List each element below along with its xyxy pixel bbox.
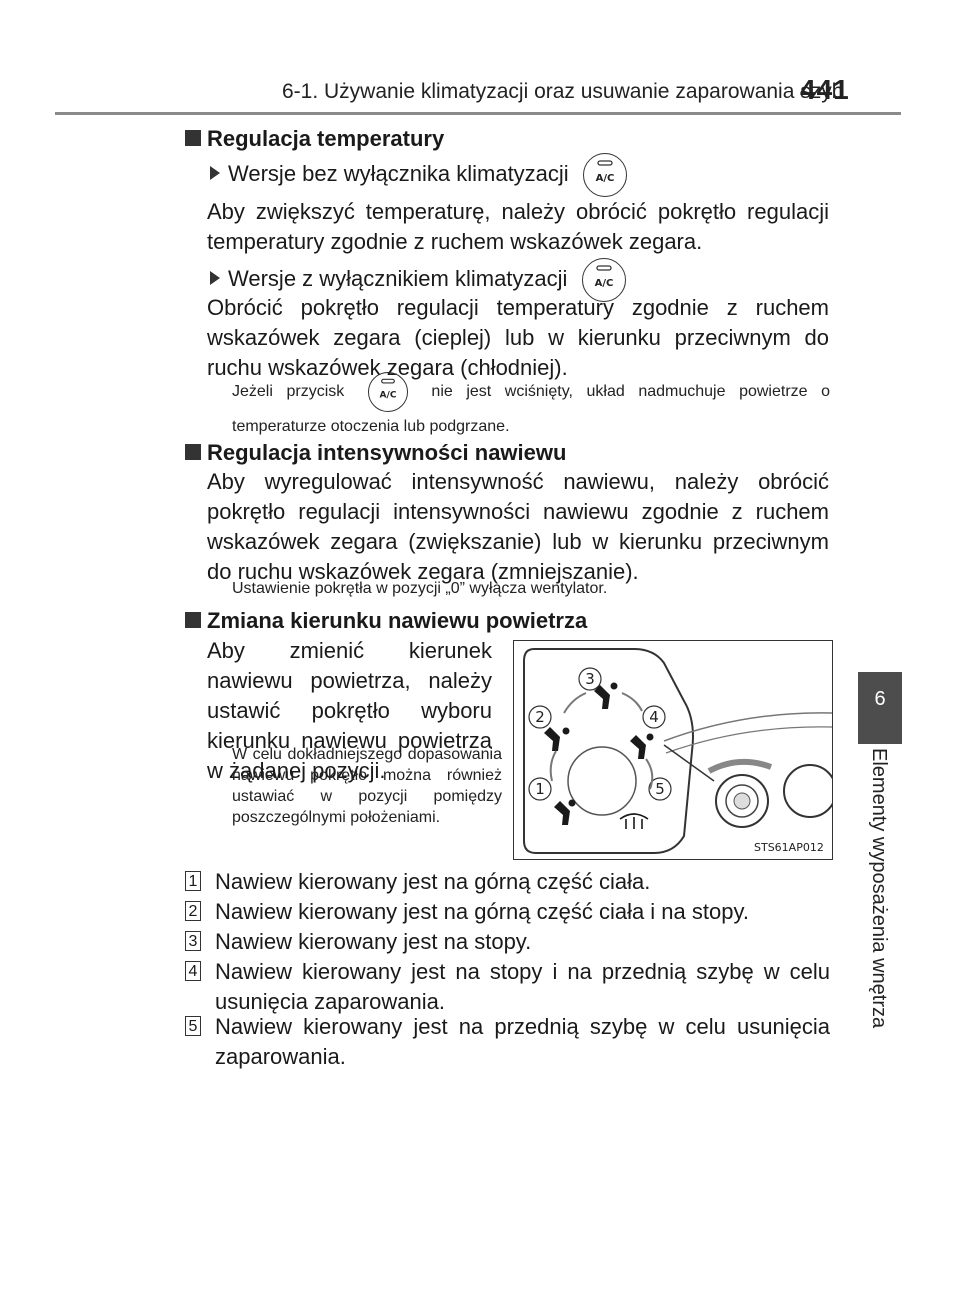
list-item: 3 Nawiew kierowany jest na stopy.: [185, 927, 830, 957]
page-number: 441: [800, 74, 850, 105]
paragraph-temp-1: Aby zwiększyć temperaturę, należy obróci…: [207, 199, 829, 254]
svg-text:A/C: A/C: [595, 173, 614, 184]
svg-text:1: 1: [535, 780, 545, 798]
note-temp: Jeżeli przycisk A/C nie jest wciśnięty, …: [232, 372, 830, 442]
note-fan: Ustawienie pokrętła w pozycji „0” wyłącz…: [232, 580, 608, 597]
list-number-badge: 3: [185, 931, 201, 951]
triangle-bullet-icon: [210, 165, 220, 180]
ac-button-icon: A/C: [367, 372, 408, 412]
chapter-tab-label-text: Elementy wyposażenia wnętrza: [868, 748, 890, 1029]
svg-text:STS61AP012: STS61AP012: [754, 841, 824, 854]
paragraph-direction: Aby zmienić kierunek nawiewu powietrza, …: [207, 638, 492, 783]
list-item: 5 Nawiew kierowany jest na przednią szyb…: [185, 1012, 830, 1072]
heading-direction: Zmiana kierunku nawiewu powietrza: [185, 608, 587, 634]
chapter-tab-number: 6: [858, 672, 902, 744]
ac-button-icon: A/C: [582, 153, 627, 197]
list-item: 2 Nawiew kierowany jest na górną część c…: [185, 897, 830, 927]
list-item: 1 Nawiew kierowany jest na górną część c…: [185, 867, 830, 897]
list-item: 4 Nawiew kierowany jest na stopy i na pr…: [185, 957, 830, 1017]
list-number-badge: 4: [185, 961, 201, 981]
paragraph-temp-2: Obrócić pokrętło regulacji temperatury z…: [207, 295, 829, 380]
paragraph-fan: Aby wyregulować intensywność nawiewu, na…: [207, 469, 829, 584]
svg-text:5: 5: [655, 780, 665, 798]
note-direction: W celu dokładniejszego dopasowania nawie…: [232, 746, 502, 826]
triangle-bullet-icon: [210, 270, 220, 285]
header-rule: [55, 112, 901, 115]
heading-temperature: Regulacja temperatury: [185, 126, 444, 152]
svg-text:A/C: A/C: [594, 278, 613, 289]
bullet-with-ac-switch: Wersje z wyłącznikiem klimatyzacji A/C: [210, 258, 626, 302]
svg-text:A/C: A/C: [379, 390, 396, 400]
svg-text:2: 2: [535, 708, 545, 726]
svg-text:4: 4: [649, 708, 659, 726]
svg-text:3: 3: [585, 670, 595, 688]
bullet-no-ac-switch: Wersje bez wyłącznika klimatyzacji A/C: [210, 153, 627, 197]
heading-fan: Regulacja intensywności nawiewu: [185, 440, 566, 466]
list-number-badge: 2: [185, 901, 201, 921]
list-number-badge: 5: [185, 1016, 201, 1036]
chapter-tab-label: Elementy wyposażenia wnętrza: [858, 748, 902, 1078]
ac-button-icon: A/C: [581, 258, 626, 302]
section-title: 6-1. Używanie klimatyzacji oraz usuwanie…: [282, 80, 844, 103]
list-number-badge: 1: [185, 871, 201, 891]
air-direction-dial-figure: 3 2 4 1 5: [513, 640, 833, 860]
